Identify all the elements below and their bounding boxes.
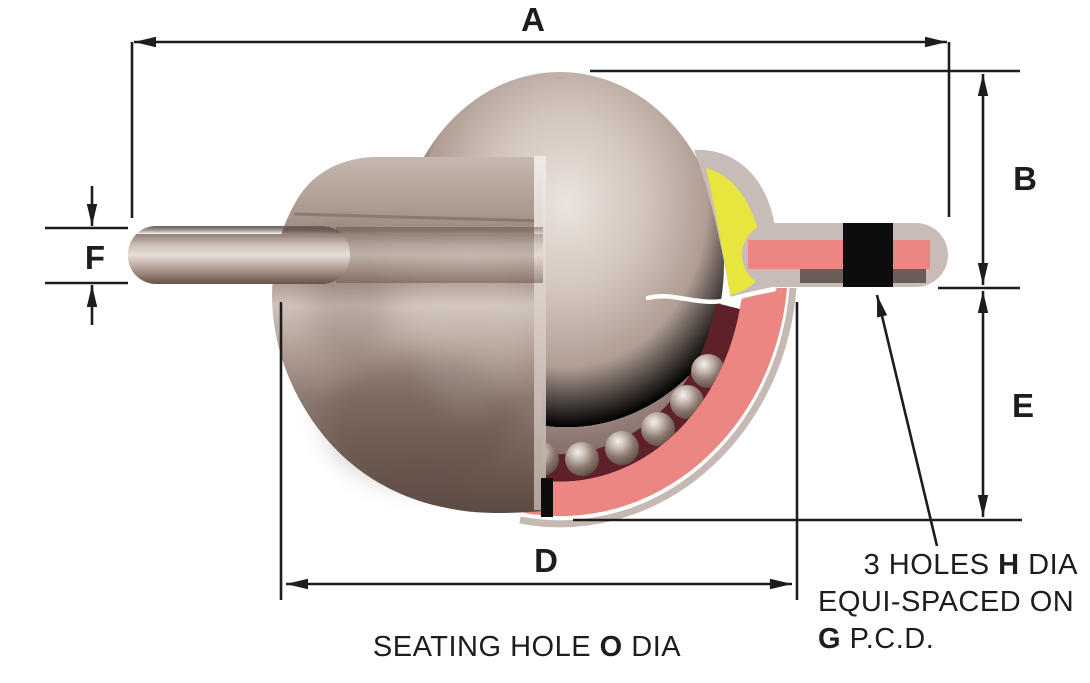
unit-artwork xyxy=(128,72,948,528)
shaft-boss-highlight xyxy=(336,227,543,283)
label-a: A xyxy=(521,1,545,38)
bearing-ball xyxy=(605,431,639,465)
bearing-ball xyxy=(565,442,599,476)
mounting-hole-section xyxy=(843,223,893,287)
mounting-flange xyxy=(742,223,948,287)
label-b: B xyxy=(1013,160,1037,197)
bearing-ball xyxy=(670,385,704,419)
note-holes-line1: 3 HOLES H DIA xyxy=(864,549,1079,581)
label-e: E xyxy=(1012,387,1034,424)
bearing-ball xyxy=(641,412,675,446)
dimension-lines xyxy=(45,36,1022,600)
stud-shaft xyxy=(128,226,350,284)
seating-hole-mark xyxy=(541,478,553,517)
dimension-labels: A B E F D xyxy=(85,1,1037,579)
note-seating-hole: SEATING HOLE O DIA xyxy=(373,631,681,663)
seal-gap-line xyxy=(645,286,777,305)
holes-leader-line xyxy=(875,294,939,547)
label-f: F xyxy=(85,239,105,276)
cup-outer-rim xyxy=(519,287,797,528)
label-d: D xyxy=(534,542,558,579)
note-holes-line2: EQUI-SPACED ON xyxy=(818,586,1074,618)
note-holes-line3: G P.C.D. xyxy=(818,623,934,655)
annotations: 3 HOLES H DIA EQUI-SPACED ON G P.C.D. SE… xyxy=(373,549,1078,663)
housing-shading xyxy=(293,212,544,485)
flange-pink-core xyxy=(748,240,930,269)
cut-face xyxy=(534,156,546,510)
